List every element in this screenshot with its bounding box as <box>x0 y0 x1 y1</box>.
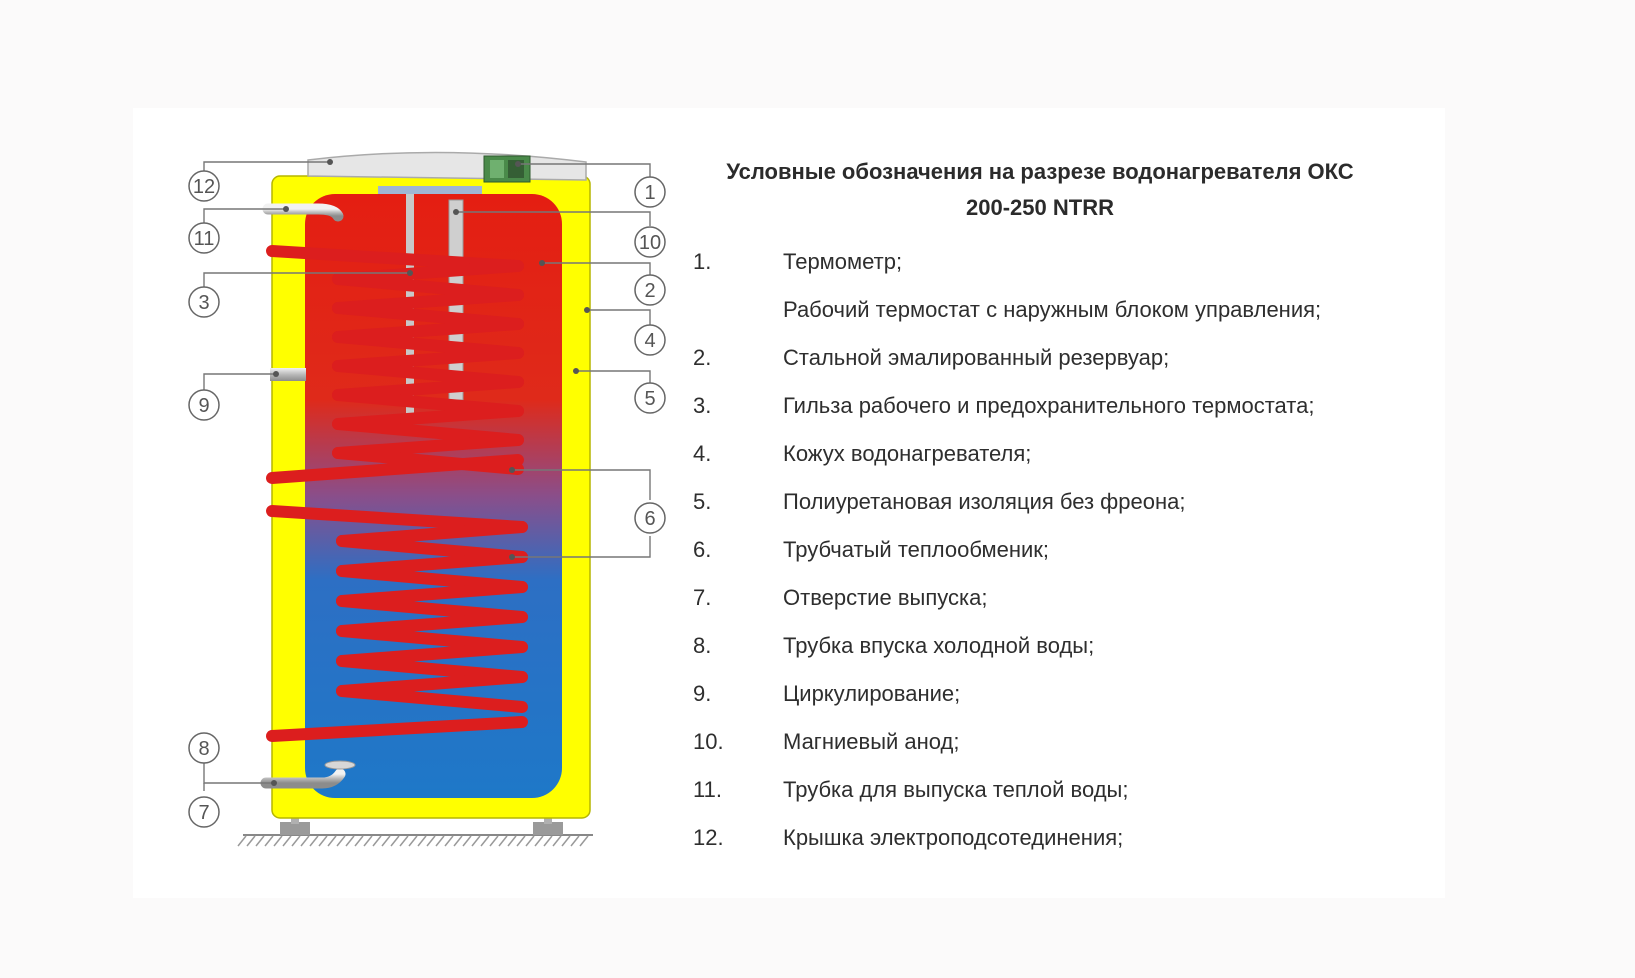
legend-text: Крышка электроподсотединения; <box>783 825 1124 850</box>
coil-upper-outlet <box>266 454 524 484</box>
leader-lines <box>203 161 651 791</box>
thermostat-block <box>483 155 531 183</box>
legend-text: Циркулирование; <box>783 681 961 706</box>
legend-item: 6. Трубчатый теплообменик; <box>693 526 1321 574</box>
legend-item: Рабочий термостат с наружным блоком упра… <box>693 286 1321 334</box>
legend-item: 4. Кожух водонагревателя; <box>693 430 1321 478</box>
callout-6: 6 <box>644 508 655 530</box>
legend-text: Рабочий термостат с наружным блоком упра… <box>783 297 1322 322</box>
legend-title: Условные обозначения на разрезе водонагр… <box>690 154 1390 226</box>
legend-text: Термометр; <box>783 249 903 274</box>
legend-number: 10. <box>693 729 724 754</box>
legend-item: 11. Трубка для выпуска теплой воды; <box>693 766 1321 814</box>
callout-9: 9 <box>198 395 209 417</box>
legend-number: 8. <box>693 633 712 658</box>
callout-4: 4 <box>644 330 655 352</box>
legend-item: 5. Полиуретановая изоляция без фреона; <box>693 478 1321 526</box>
flange <box>378 186 482 194</box>
callout-5: 5 <box>644 388 655 410</box>
coil-lower-outlet <box>266 716 528 742</box>
legend-item: 9. Циркулирование; <box>693 670 1321 718</box>
legend-number: 2. <box>693 345 712 370</box>
legend-text: Полиуретановая изоляция без фреона; <box>783 489 1186 514</box>
legend-number: 6. <box>693 537 712 562</box>
callouts <box>188 170 666 828</box>
legend-list: 1. Термометр; Рабочий термостат с наружны… <box>693 238 1321 862</box>
legend-number: 12. <box>693 825 724 850</box>
callout-7: 7 <box>198 802 209 824</box>
legend-text: Стальной эмалированный резервуар; <box>783 345 1170 370</box>
legend-title-line2: 200-250 NTRR <box>966 195 1114 220</box>
legend-number: 7. <box>693 585 712 610</box>
legend-item: 8. Трубка впуска холодной воды; <box>693 622 1321 670</box>
legend-text: Трубчатый теплообменик; <box>783 537 1049 562</box>
leader-dots <box>271 159 590 786</box>
legend-number: 4. <box>693 441 712 466</box>
ground-hatch <box>237 834 593 847</box>
left-foot <box>280 822 310 835</box>
legend-item: 12. Крышка электроподсотединения; <box>693 814 1321 862</box>
legend-text: Гильза рабочего и предохранительного тер… <box>783 393 1315 418</box>
legend-number: 9. <box>693 681 712 706</box>
callout-1: 1 <box>644 182 655 204</box>
legend-number: 1. <box>693 249 712 274</box>
legend-text: Магниевый анод; <box>783 729 960 754</box>
legend-number: 11. <box>693 777 722 802</box>
legend-item: 2. Стальной эмалированный резервуар; <box>693 334 1321 382</box>
legend-text: Отверстие выпуска; <box>783 585 988 610</box>
legend-text: Трубка для выпуска теплой воды; <box>783 777 1129 802</box>
legend-number: 3. <box>693 393 712 418</box>
pipes <box>260 203 356 789</box>
callout-10: 10 <box>639 232 661 254</box>
callout-11: 11 <box>194 228 215 250</box>
callout-2: 2 <box>644 280 655 302</box>
right-foot <box>533 822 563 835</box>
callout-3: 3 <box>198 292 209 314</box>
heat-exchanger-coil <box>266 245 528 742</box>
top-lid <box>307 151 587 181</box>
coil-turn <box>336 685 528 713</box>
legend-item: 3. Гильза рабочего и предохранительного т… <box>693 382 1321 430</box>
callout-8: 8 <box>198 738 209 760</box>
legend-number: 5. <box>693 489 712 514</box>
legend-item: 10. Магниевый анод; <box>693 718 1321 766</box>
legend-title-line1: Условные обозначения на разрезе водонагр… <box>726 159 1354 184</box>
callout-12: 12 <box>193 176 215 198</box>
legend-text: Трубка впуска холодной воды; <box>783 633 1095 658</box>
legend-item: 7. Отверстие выпуска; <box>693 574 1321 622</box>
legend-item: 1. Термометр; <box>693 238 1321 286</box>
legend-text: Кожух водонагревателя; <box>783 441 1032 466</box>
